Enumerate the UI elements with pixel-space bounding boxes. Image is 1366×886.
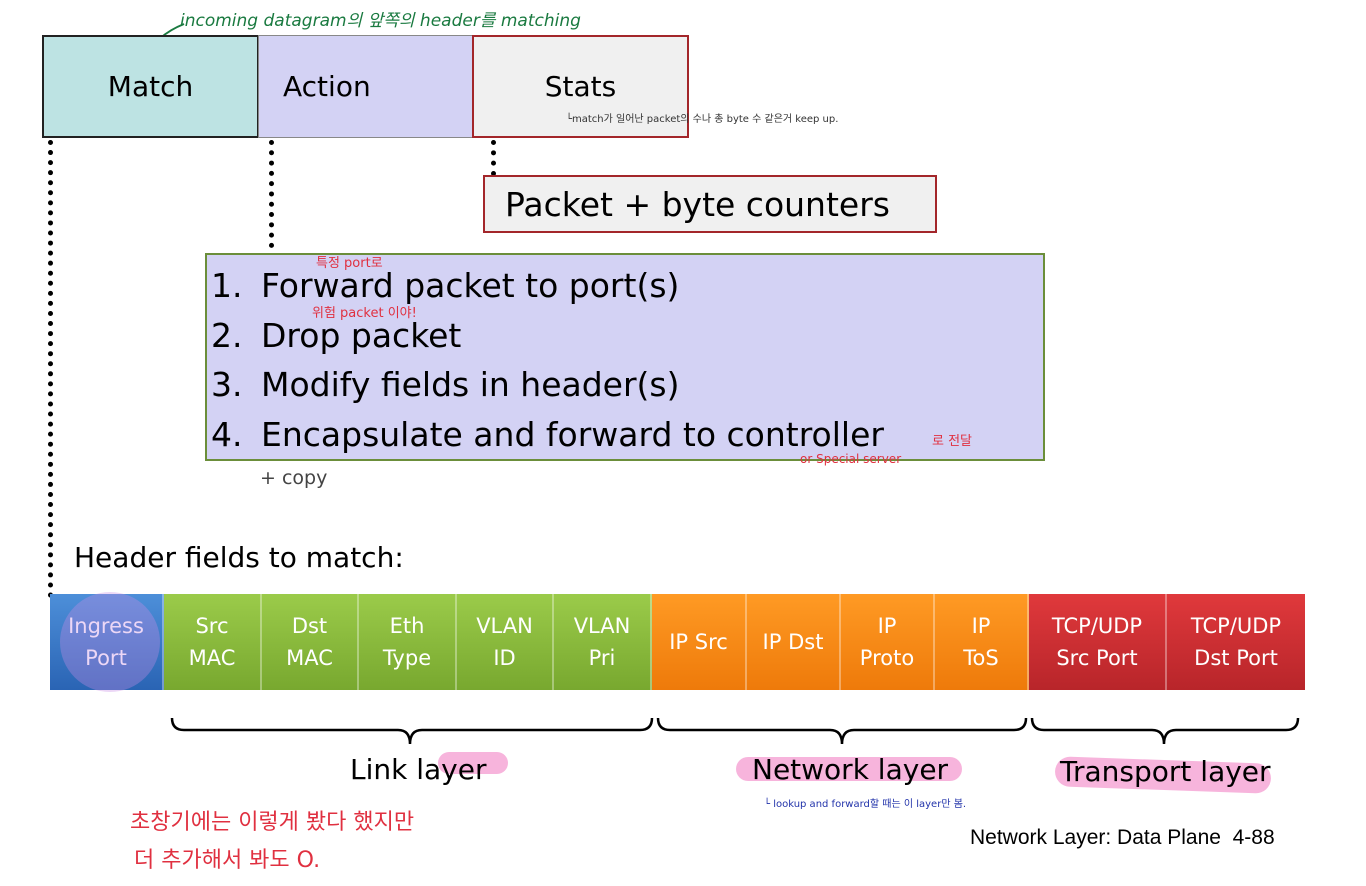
annotation-controller-1: 로 전달 — [932, 434, 973, 449]
transport-layer-label: Transport layer — [1060, 755, 1271, 788]
action-label: Action — [283, 70, 371, 103]
field-ip-tos: IP ToS — [935, 594, 1029, 690]
link-brace — [170, 717, 654, 745]
link-highlight — [438, 752, 508, 774]
action-box: Action — [258, 35, 474, 138]
stats-connector — [491, 140, 496, 176]
field-ip-dst: IP Dst — [747, 594, 841, 690]
action-item: 4.Encapsulate and forward to controller — [211, 414, 884, 454]
field-tcp-dst-port: TCP/UDP Dst Port — [1167, 594, 1305, 690]
counters-label: Packet + byte counters — [505, 184, 890, 224]
counters-box: Packet + byte counters — [483, 175, 937, 233]
network-brace — [656, 717, 1028, 745]
field-src-mac: Src MAC — [164, 594, 262, 690]
network-highlight — [736, 757, 962, 781]
annotation-packet: 위험 packet 이야! — [312, 306, 417, 321]
field-ip-proto: IP Proto — [841, 594, 935, 690]
annotation-bottom-2: 더 추가해서 봐도 O. — [134, 848, 321, 873]
annotation-top: incoming datagram의 앞쪽의 header를 matching — [180, 11, 581, 31]
network-layer-label: Network layer — [752, 753, 949, 786]
transport-brace — [1030, 717, 1300, 745]
annotation-copy: + copy — [260, 467, 328, 489]
ingress-highlight-circle — [60, 592, 160, 692]
annotation-network: └ lookup and forward할 때는 이 layer만 봄. — [764, 799, 967, 810]
annotation-port: 특정 port로 — [316, 256, 383, 271]
match-box: Match — [42, 35, 259, 138]
action-item: 3.Modify fields in header(s) — [211, 365, 680, 404]
match-connector — [48, 140, 53, 598]
action-item: 2.Drop packet — [211, 315, 462, 355]
field-ingress-port: Ingress Port — [50, 594, 164, 690]
action-connector — [269, 140, 274, 248]
field-tcp-src-port: TCP/UDP Src Port — [1029, 594, 1167, 690]
layer-braces — [170, 717, 1300, 745]
field-vlan-pri: VLAN Pri — [554, 594, 652, 690]
field-eth-type: Eth Type — [359, 594, 457, 690]
stats-label: Stats — [544, 70, 617, 103]
action-item: 1.Forward packet to port(s) — [211, 266, 680, 305]
slide-footer: Network Layer: Data Plane 4-88 — [970, 826, 1275, 849]
annotation-bottom-1: 초창기에는 이렇게 봤다 했지만 — [130, 810, 415, 835]
actions-list: 1.Forward packet to port(s) 2.Drop packe… — [211, 261, 884, 459]
field-ip-src: IP Src — [652, 594, 747, 690]
link-layer-label: Link layer — [350, 753, 487, 786]
field-dst-mac: Dst MAC — [262, 594, 359, 690]
actions-box: 1.Forward packet to port(s) 2.Drop packe… — [205, 253, 1045, 461]
annotation-stats: └match가 일어난 packet의 수나 총 byte 수 같은거 keep… — [566, 114, 839, 125]
header-fields-title: Header fields to match: — [74, 541, 404, 574]
match-label: Match — [107, 70, 194, 103]
field-vlan-id: VLAN ID — [457, 594, 554, 690]
stats-box: Stats — [472, 35, 689, 138]
annotation-controller-2: or Special server — [800, 452, 902, 466]
